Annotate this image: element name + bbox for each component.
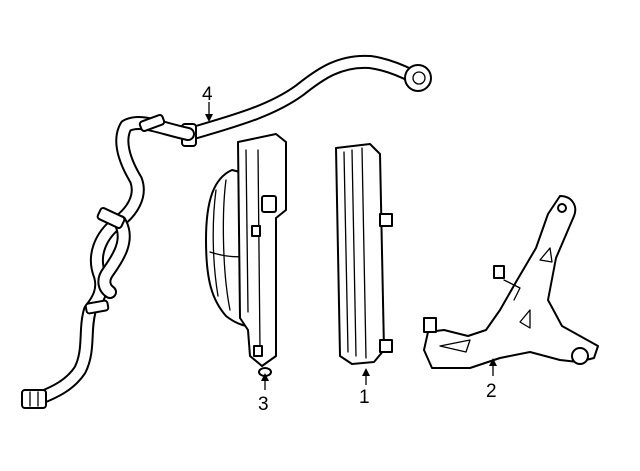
hose-assembly [21,54,432,409]
svg-text:1: 1 [359,387,370,408]
callout-1: 1 [359,368,370,408]
callout-2: 2 [486,358,497,402]
reservoir-bracket [205,133,287,377]
mounting-bracket [423,195,599,369]
svg-text:3: 3 [258,394,269,415]
callout-3: 3 [258,373,269,415]
oil-cooler [335,143,393,365]
callout-4: 4 [202,84,213,122]
svg-text:2: 2 [486,381,497,402]
svg-text:4: 4 [202,84,213,105]
